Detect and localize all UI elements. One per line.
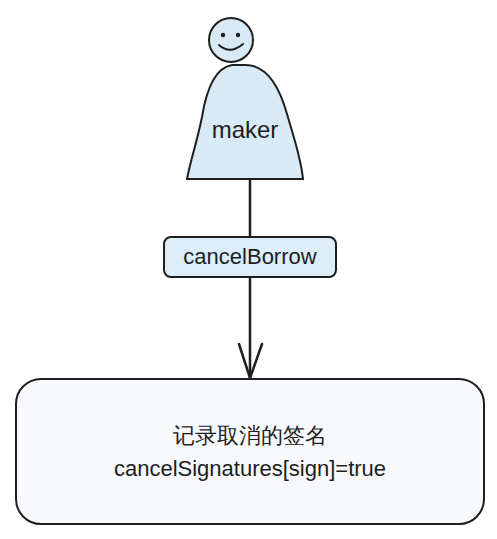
actor-body: maker	[184, 62, 306, 182]
eye	[221, 33, 225, 37]
eye	[236, 33, 240, 37]
process-box: 记录取消的签名cancelSignatures[sign]=true	[15, 378, 485, 525]
node-text: cancelSignatures[sign]=true	[114, 452, 386, 485]
connector-line	[249, 180, 252, 378]
node-text: 记录取消的签名	[173, 419, 327, 452]
head-circle	[209, 18, 253, 62]
smile	[219, 44, 243, 50]
node-text: maker	[212, 112, 279, 148]
person-head	[209, 18, 253, 62]
connector	[239, 180, 262, 378]
edge-label: cancelBorrow	[163, 236, 336, 278]
arrowhead	[239, 344, 262, 378]
actor-body-path	[187, 65, 303, 179]
